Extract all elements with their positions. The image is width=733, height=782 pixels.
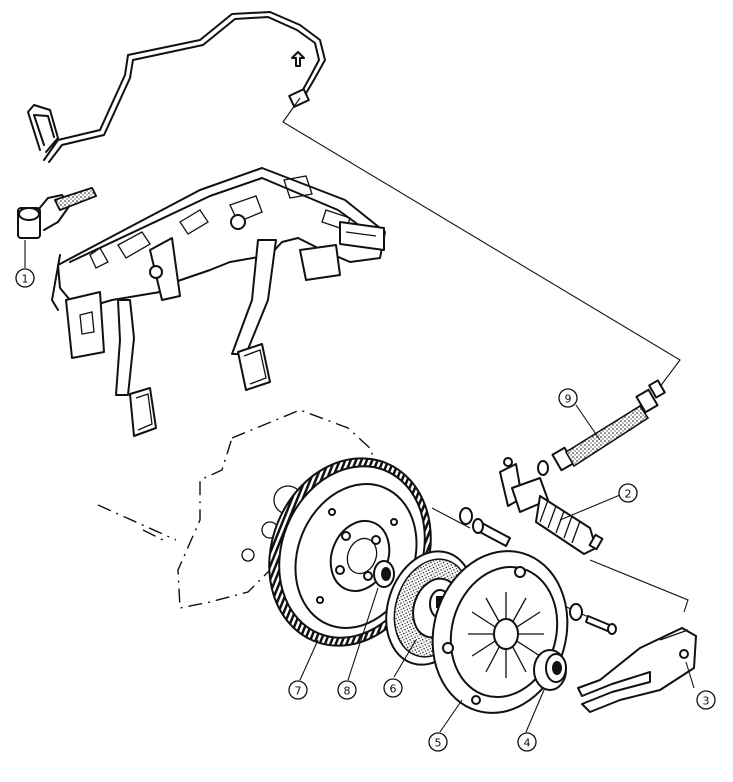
callout-3: 3 (696, 690, 716, 710)
clutch-pipe (27, 11, 326, 163)
callout-label-4: 4 (524, 737, 531, 750)
callout-9: 9 (558, 388, 578, 408)
cover-bolt (569, 603, 617, 635)
callout-label-3: 3 (703, 695, 710, 708)
callout-label-5: 5 (435, 737, 442, 750)
callout-label-7: 7 (295, 685, 302, 698)
flexible-hose (537, 379, 666, 476)
callout-1: 1 (15, 268, 35, 288)
brake-pedal (231, 239, 277, 391)
pedal-bracket (51, 167, 386, 359)
callout-5: 5 (428, 732, 448, 752)
callout-label-8: 8 (344, 685, 351, 698)
callout-6: 6 (383, 678, 403, 698)
callout-label-1: 1 (22, 273, 29, 286)
flywheel-bolt (459, 507, 511, 547)
callout-label-2: 2 (625, 488, 632, 501)
callout-leaders (24, 240, 695, 733)
callout-8: 8 (337, 680, 357, 700)
pilot-bearing (373, 560, 395, 588)
callout-label-9: 9 (565, 393, 572, 406)
callout-4: 4 (517, 732, 537, 752)
clutch-master-cylinder (17, 187, 98, 239)
callout-label-6: 6 (390, 683, 397, 696)
callout-7: 7 (288, 680, 308, 700)
slave-cylinder (499, 457, 604, 555)
clutch-pedal (115, 299, 157, 437)
release-fork (577, 627, 697, 713)
callout-2: 2 (618, 483, 638, 503)
release-bearing (533, 649, 567, 691)
